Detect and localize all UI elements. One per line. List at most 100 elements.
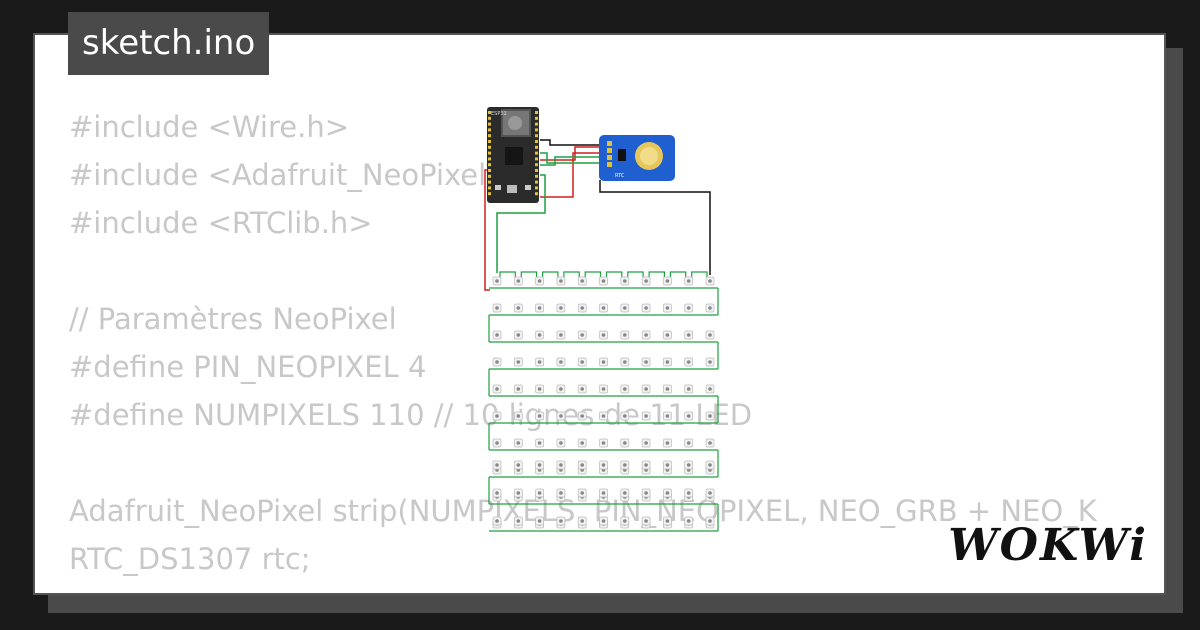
- led-pixel-dot: [580, 519, 584, 523]
- led-pixel-dot: [601, 463, 606, 467]
- led-pixel-dot: [601, 306, 606, 310]
- wire-green: [540, 152, 600, 164]
- led-pixel-dot: [495, 333, 499, 337]
- matrix-wire: [499, 271, 516, 283]
- pin: [535, 145, 538, 149]
- file-tab[interactable]: sketch.ino: [68, 12, 270, 75]
- led-pixel-dot: [559, 333, 563, 337]
- led-pixel-dot: [623, 414, 627, 418]
- led-pixel-dot: [623, 519, 627, 523]
- led-pixel-dot: [708, 414, 712, 418]
- pin: [488, 116, 491, 120]
- code-line: #include <Adafruit_NeoPixel.h>: [69, 158, 539, 192]
- led-pixel-dot: [708, 306, 712, 310]
- led-pixel-dot: [537, 333, 542, 337]
- led-pixel-dot: [708, 279, 712, 283]
- matrix-wire: [669, 271, 687, 283]
- matrix-wire: [648, 271, 665, 283]
- led-pixel-dot: [559, 441, 563, 445]
- led-pixel-dot: [623, 463, 627, 467]
- led-pixel-dot: [644, 333, 648, 337]
- led-pixel-dot: [665, 333, 670, 337]
- led-pixel-dot: [623, 441, 627, 445]
- led-pixel-dot: [601, 519, 606, 523]
- pin: [535, 134, 538, 138]
- led-pixel-dot: [495, 414, 499, 418]
- board-label: ESP32: [491, 111, 507, 117]
- pin: [535, 174, 538, 178]
- led-pixel-dot: [665, 463, 670, 467]
- pin: [535, 140, 538, 143]
- matrix-wire: [605, 271, 623, 283]
- led-pixel-dot: [516, 279, 521, 283]
- pin: [535, 180, 538, 184]
- led-pixel-dot: [537, 387, 542, 391]
- pin: [488, 169, 491, 172]
- pin: [488, 111, 491, 114]
- led-pixel-dot: [686, 463, 691, 467]
- led-pixel-dot: [516, 414, 521, 418]
- led-pixel-dot: [580, 333, 584, 337]
- led-pixel-dot: [495, 491, 499, 495]
- matrix-wire: [584, 271, 602, 283]
- pin: [535, 116, 538, 120]
- led-pixel-dot: [559, 519, 563, 523]
- led-pixel-dot: [601, 333, 606, 337]
- pin: [488, 192, 491, 196]
- led-pixel-dot: [665, 387, 670, 391]
- led-pixel-dot: [495, 306, 499, 310]
- led-pixel-dot: [495, 519, 499, 523]
- led-pixel-dot: [665, 414, 670, 418]
- pin: [535, 186, 538, 190]
- code-preview: #include <Wire.h> #include <Adafruit_NeoP…: [69, 103, 1097, 583]
- led-pixel-dot: [601, 279, 606, 283]
- led-pixel-dot: [516, 387, 521, 391]
- led-pixel-dot: [623, 360, 627, 364]
- matrix-wire: [691, 271, 708, 283]
- led-pixel-dot: [559, 279, 563, 283]
- code-line: // Paramètres NeoPixel: [69, 302, 397, 336]
- led-pixel-dot: [644, 414, 648, 418]
- led-pixel-dot: [601, 387, 606, 391]
- led-pixel-dot: [686, 414, 691, 418]
- led-pixel-dot: [708, 387, 712, 391]
- led-pixel-dot: [686, 360, 691, 364]
- pin: [535, 151, 538, 155]
- pin: [535, 111, 538, 114]
- code-line: Adafruit_NeoPixel strip(NUMPIXELS, PIN_N…: [69, 494, 1097, 528]
- pin: [535, 122, 538, 126]
- led-pixel-dot: [644, 279, 648, 283]
- led-pixel-dot: [516, 360, 521, 364]
- led-pixel-dot: [516, 306, 521, 310]
- led-pixel-dot: [644, 463, 648, 467]
- code-line: RTC_DS1307 rtc;: [69, 542, 311, 576]
- wire-green: [496, 174, 546, 273]
- code-line: #define PIN_NEOPIXEL 4: [69, 350, 427, 384]
- led-pixel-dot: [559, 387, 563, 391]
- led-pixel-dot: [665, 360, 670, 364]
- led-pixel-dot: [559, 414, 563, 418]
- led-pixel-dot: [537, 414, 542, 418]
- led-pixel-dot: [580, 414, 584, 418]
- led-pixel-dot: [623, 387, 627, 391]
- pin: [488, 128, 491, 132]
- led-pixel-dot: [516, 463, 521, 467]
- wokwi-logo: WOKWi: [948, 520, 1148, 571]
- code-line: #include <Wire.h>: [69, 110, 350, 144]
- led-pixel-dot: [495, 463, 499, 467]
- led-pixel-dot: [537, 491, 542, 495]
- esp32-board: ESP32: [487, 107, 539, 203]
- led-pixel-dot: [708, 360, 712, 364]
- led-pixel-dot: [495, 360, 499, 364]
- pin: [488, 122, 491, 126]
- led-pixel-dot: [580, 306, 584, 310]
- wire-black: [599, 180, 711, 275]
- led-pixel-dot: [644, 441, 648, 445]
- led-pixel-dot: [686, 519, 691, 523]
- led-pixel-dot: [686, 387, 691, 391]
- circuit-diagram: ESP32 RTC: [484, 107, 719, 532]
- led-pixel-dot: [516, 491, 521, 495]
- pin: [488, 174, 491, 178]
- rtc-module: RTC: [599, 135, 675, 181]
- led-pixel-dot: [495, 441, 499, 445]
